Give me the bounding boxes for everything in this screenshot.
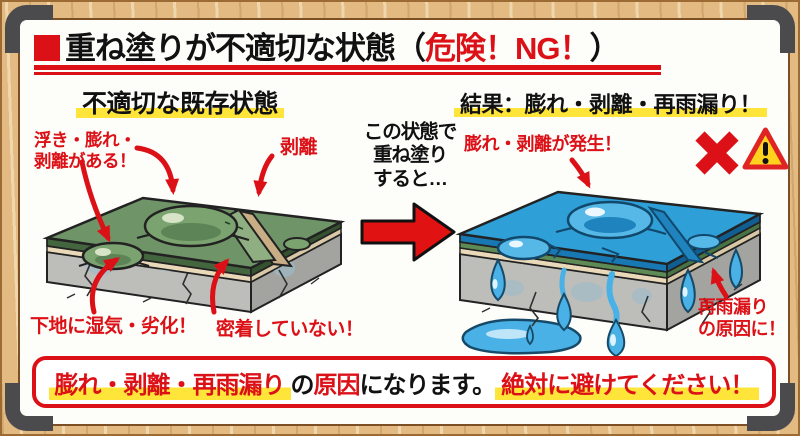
banner-plain-2: になります。 — [359, 371, 497, 399]
left-section-header-text: 不適切な既存状態 — [76, 90, 285, 118]
corner-bracket-icon — [747, 383, 795, 431]
label-substrate-damage: 下地に湿気・劣化！ — [30, 316, 197, 337]
big-red-arrow-icon — [360, 202, 456, 262]
right-roof-illustration — [455, 190, 765, 358]
title-close: ） — [589, 31, 621, 66]
right-section-header: 結果：膨れ・剥離・再雨漏り！ — [454, 87, 768, 119]
warning-triangle-icon — [742, 127, 789, 170]
corner-bracket-icon — [5, 383, 53, 431]
label-leak-cause: 再雨漏り の原因に！ — [698, 297, 786, 339]
title-underline — [34, 65, 661, 75]
title-main: 重ね塗りが不適切な状態（ — [65, 31, 426, 66]
label-no-adhesion: 密着していない！ — [216, 319, 364, 340]
banner-highlight-1: 膨れ・剥離・再雨漏り — [48, 364, 291, 400]
corner-bracket-icon — [5, 5, 53, 53]
title-danger: 危険！NG！ — [425, 31, 590, 66]
ng-cross-icon — [695, 131, 739, 175]
label-blister-left: 浮き・膨れ・ 剥離がある！ — [34, 130, 137, 172]
label-blister-occurs: 膨れ・剥離が発生！ — [464, 134, 622, 154]
right-section-header-text: 結果：膨れ・剥離・再雨漏り！ — [454, 92, 768, 117]
warning-banner: 膨れ・剥離・再雨漏りの原因になります。絶対に避けてください！ — [32, 356, 776, 408]
middle-caption: この状態で 重ね塗り すると… — [363, 121, 458, 190]
banner-plain-1: の — [290, 371, 315, 399]
label-peel: 剥離 — [280, 137, 318, 158]
banner-red-1: 原因 — [313, 371, 361, 399]
whiteboard: 重ね塗りが不適切な状態（危険！NG！） 不適切な既存状態 結果：膨れ・剥離・再雨… — [18, 18, 790, 426]
banner-highlight-2: 絶対に避けてください！ — [495, 364, 760, 400]
page-title: 重ね塗りが不適切な状態（危険！NG！） — [34, 23, 621, 68]
left-roof-illustration — [42, 196, 346, 314]
corner-bracket-icon — [747, 5, 795, 53]
left-section-header: 不適切な既存状態 — [76, 84, 285, 120]
